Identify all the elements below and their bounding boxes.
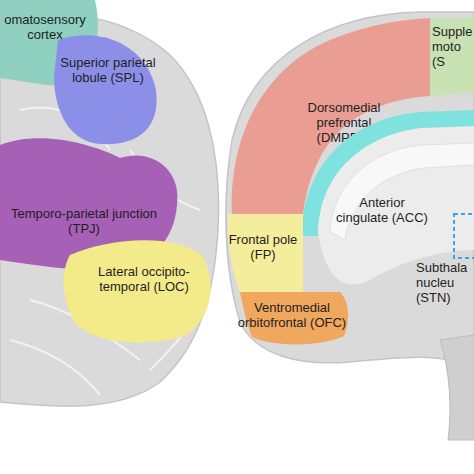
brain-region: Superior parietal lobule (SPL) <box>50 25 165 150</box>
region-shape <box>50 25 165 150</box>
region-label: Subthala nucleu (STN) <box>416 260 474 305</box>
region-fill <box>54 35 157 144</box>
region-label: Frontal pole (FP) <box>226 232 300 262</box>
region-fill <box>430 18 474 96</box>
region-label: Superior parietal lobule (SPL) <box>60 55 156 85</box>
brain-region: Lateral occipito- temporal (LOC) <box>55 230 220 350</box>
region-label: Ventromedial orbitofrontal (OFC) <box>236 300 348 330</box>
brain-region: Ventromedial orbitofrontal (OFC) <box>236 288 356 350</box>
region-label: Supple moto (S <box>432 24 474 69</box>
brain-region: Frontal pole (FP) <box>222 212 304 296</box>
brain-region: Subthala nucleu (STN) <box>414 210 474 315</box>
region-fill <box>302 110 474 236</box>
region-outline <box>454 214 474 258</box>
region-label: Anterior cingulate (ACC) <box>336 195 428 225</box>
region-shape <box>295 105 474 255</box>
region-label: Temporo-parietal junction (TPJ) <box>6 206 162 236</box>
brain-region: Anterior cingulate (ACC) <box>295 105 474 255</box>
region-label: Lateral occipito- temporal (LOC) <box>78 264 210 294</box>
region-fill <box>64 240 211 342</box>
brain-region: Supple moto (S <box>428 18 474 98</box>
